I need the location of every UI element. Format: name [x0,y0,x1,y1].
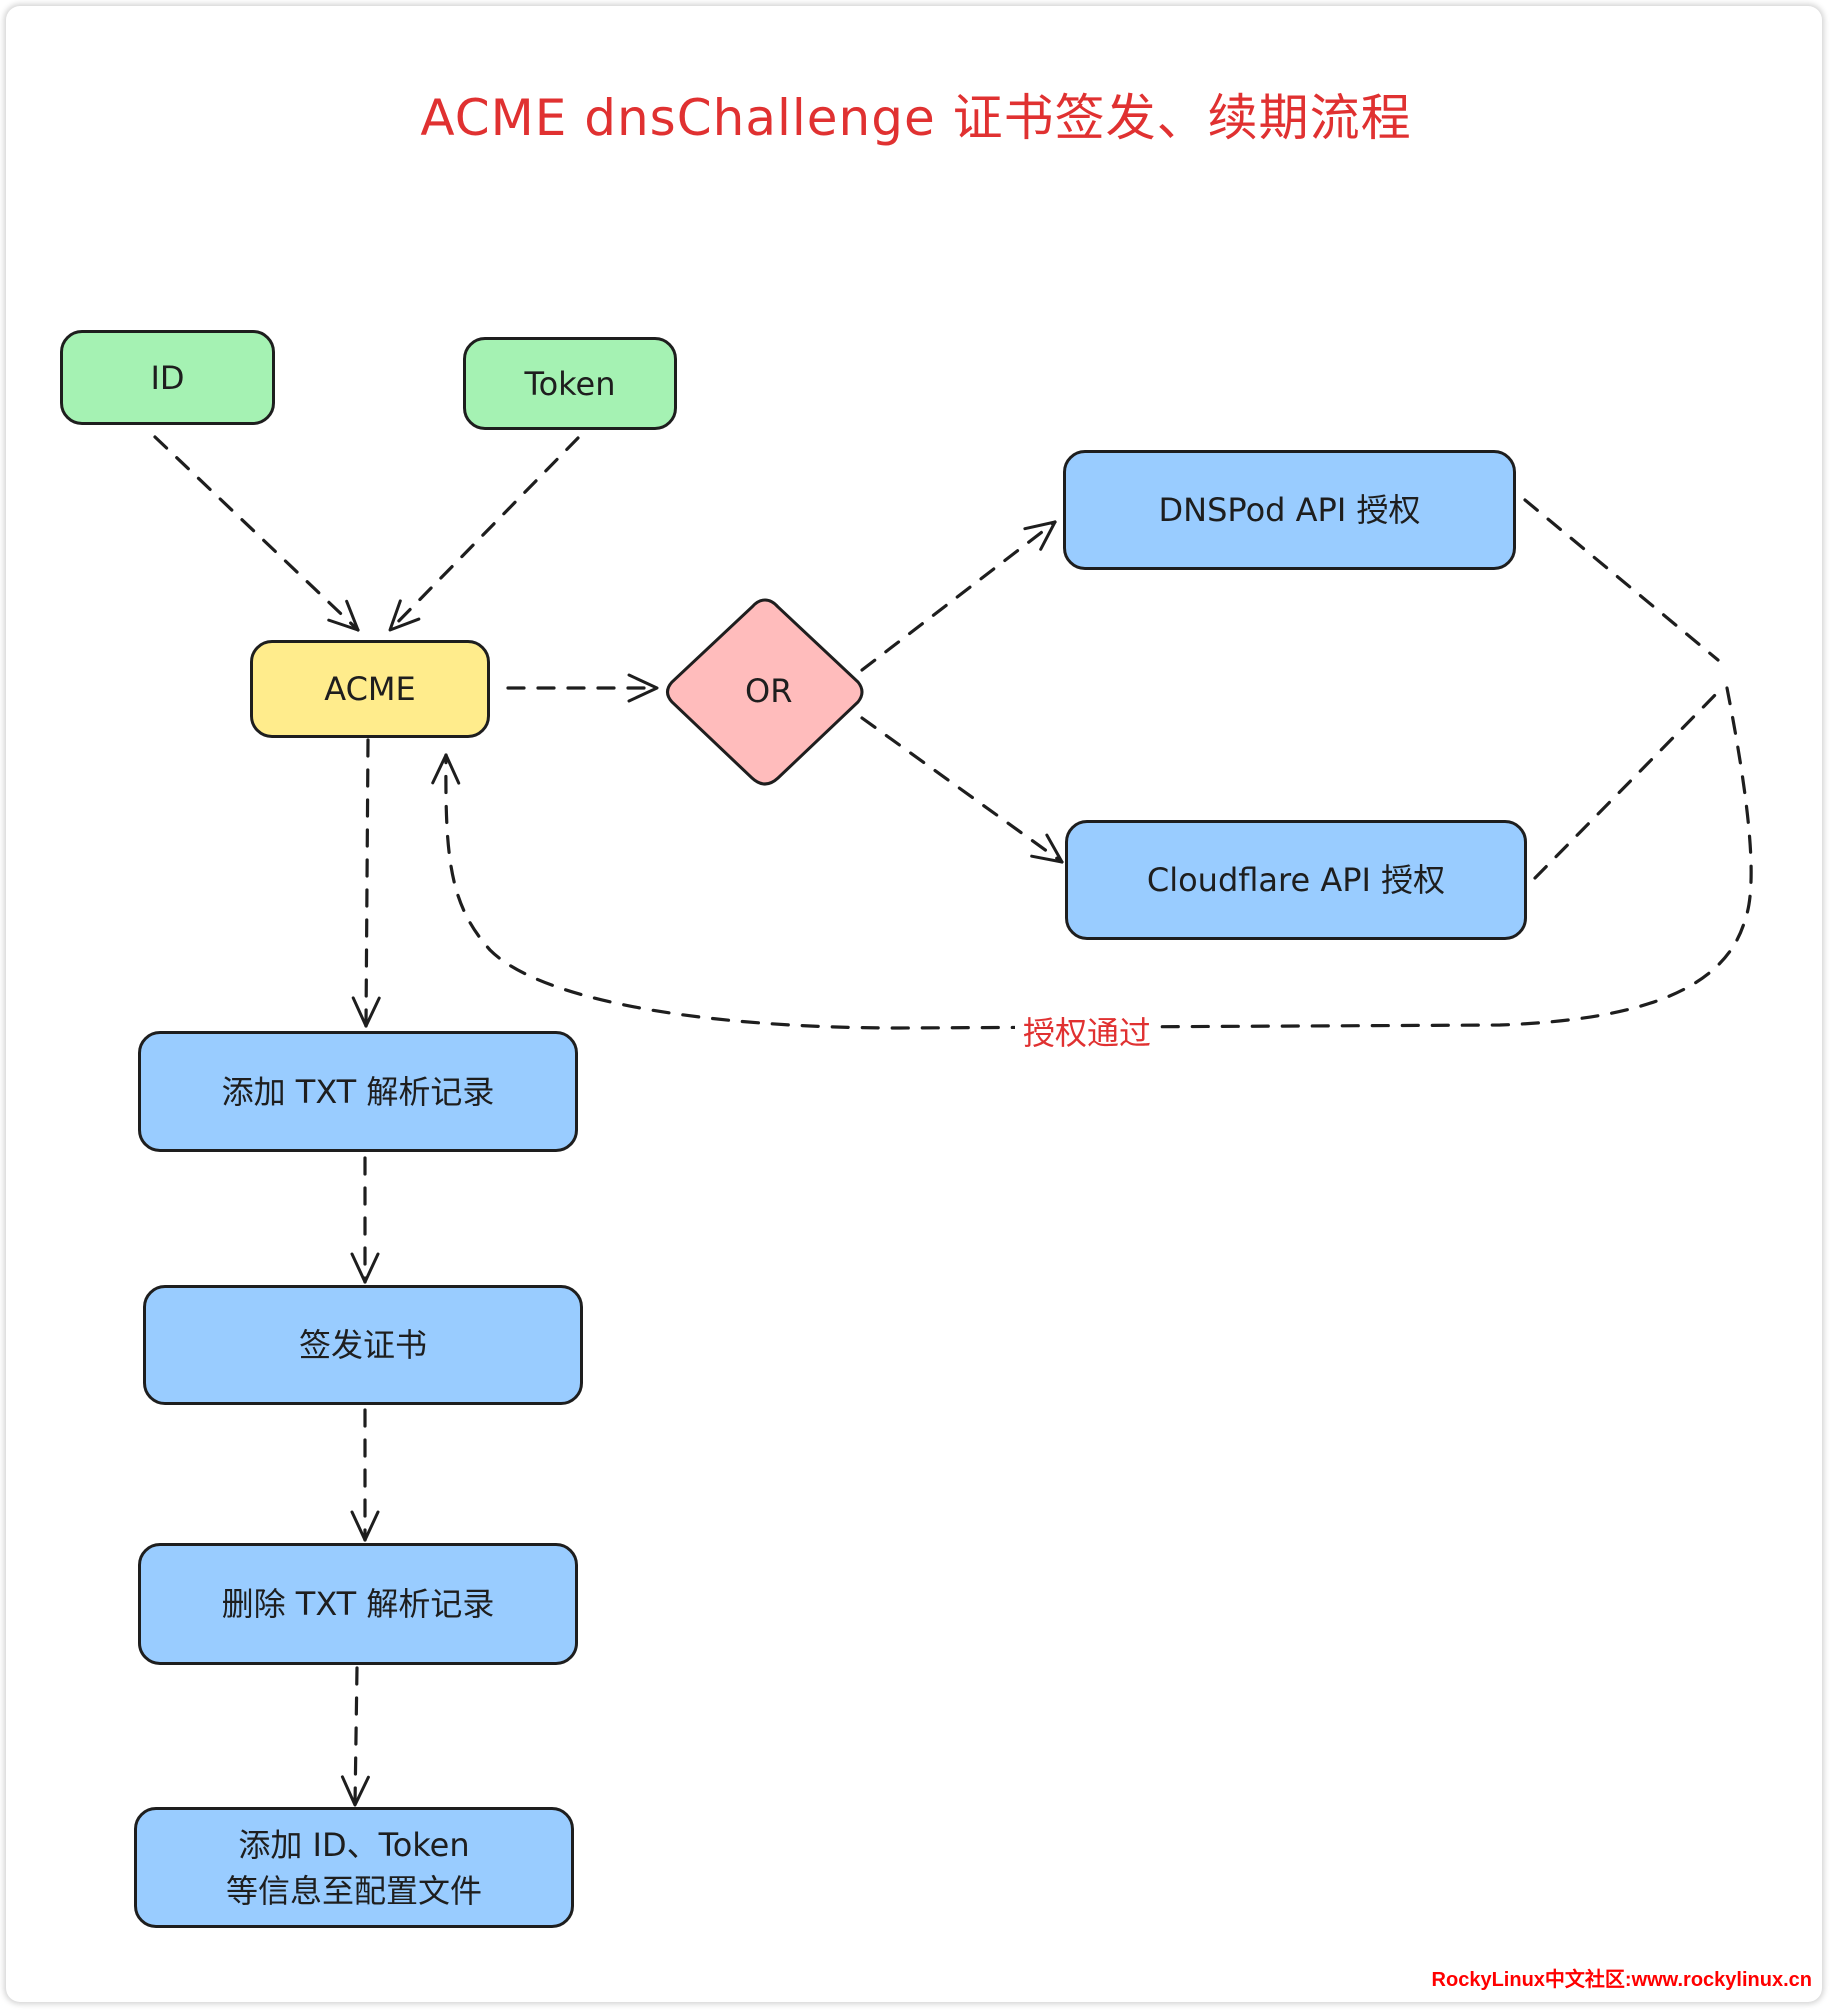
node-issue-cert-label: 签发证书 [298,1326,427,1364]
node-token-label: Token [524,364,616,403]
node-issue-cert[interactable]: 签发证书 [143,1285,583,1405]
node-dnspod-label: DNSPod API 授权 [1158,491,1421,529]
diagram-title: ACME dnsChallenge 证书签发、续期流程 [420,89,1412,147]
node-id[interactable]: ID [60,330,275,425]
edge-id-to-acme [153,435,360,632]
node-id-label: ID [150,358,185,397]
node-save-config-line2: 等信息至配置文件 [225,1871,482,1910]
node-acme[interactable]: ACME [250,640,490,738]
node-cloudflare-label: Cloudflare API 授权 [1146,861,1446,899]
node-add-txt-label: 添加 TXT 解析记录 [221,1072,495,1111]
edge-or-to-dnspod [860,520,1057,672]
node-token[interactable]: Token [463,337,677,430]
edge-cloudflare-to-joint [1533,686,1724,880]
watermark: RockyLinux中文社区:www.rockylinux.cn [1431,1969,1812,1991]
node-acme-label: ACME [324,670,416,708]
node-dnspod[interactable]: DNSPod API 授权 [1063,450,1516,570]
node-cloudflare[interactable]: Cloudflare API 授权 [1065,820,1527,940]
edge-or-to-cloudflare [860,716,1064,864]
edge-acme-to-add-txt [351,738,381,1028]
node-or-label: OR [745,672,793,710]
node-add-txt[interactable]: 添加 TXT 解析记录 [138,1031,578,1152]
node-delete-txt[interactable]: 删除 TXT 解析记录 [138,1543,578,1665]
node-save-config[interactable]: 添加 ID、Token 等信息至配置文件 [134,1807,574,1928]
node-delete-txt-label: 删除 TXT 解析记录 [221,1585,495,1623]
edge-dnspod-to-joint [1523,498,1720,662]
edge-delete-txt-to-config [340,1666,370,1807]
edge-label-auth-pass: 授权通过 [1015,1008,1160,1054]
edge-auth-pass-loop [431,686,1753,1030]
edge-token-to-acme [388,436,580,632]
diagram-card [6,6,1822,2002]
or-decision-diamond[interactable] [666,598,864,786]
node-save-config-line1: 添加 ID、Token [238,1825,470,1864]
